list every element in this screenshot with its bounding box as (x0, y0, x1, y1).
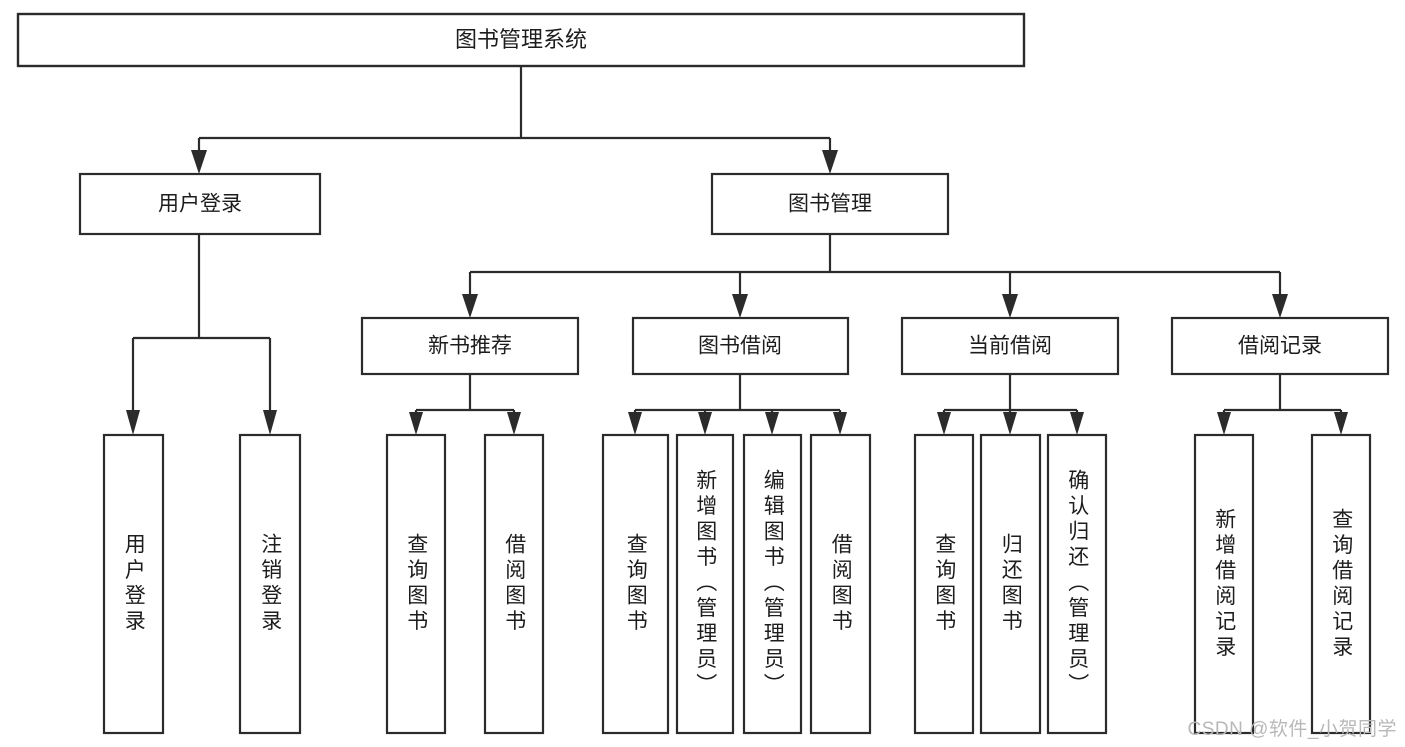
node-new-book-recommend-box[interactable] (360, 316, 580, 376)
node-leaf-confirm-return-admin-box[interactable] (1046, 433, 1108, 735)
arrow-leaf-query-borrow-record (1334, 412, 1348, 435)
csdn-watermark: CSDN @软件_小贺同学 (1187, 719, 1397, 740)
node-user-login-box[interactable] (78, 172, 322, 236)
node-leaf-query-borrow-record-box[interactable] (1310, 433, 1372, 735)
node-root-label: 图书管理系统 (455, 27, 587, 52)
node-borrow-record-label: 借阅记录 (1238, 335, 1322, 358)
arrow-leaf-query-book-borrow (628, 412, 642, 435)
node-leaf-edit-book-admin-box[interactable] (742, 433, 803, 735)
arrow-leaf-return-book (1003, 412, 1017, 435)
arrow-leaf-borrow-book-rec (507, 412, 521, 435)
node-leaf-borrow-book-box[interactable] (809, 433, 872, 735)
node-leaf-query-book-rec-box[interactable] (385, 433, 447, 735)
node-book-borrow-box[interactable] (631, 316, 850, 376)
node-new-book-recommend-label: 新书推荐 (428, 335, 512, 358)
node-book-manage[interactable]: 图书管理 (710, 172, 950, 236)
arrow-leaf-query-book-cur (937, 412, 951, 435)
arrow-leaf-add-book-admin (698, 412, 712, 435)
arrow-leaf-edit-book-admin (765, 412, 779, 435)
node-leaf-query-book-cur-box[interactable] (913, 433, 975, 735)
node-user-login-label: 用户登录 (158, 193, 242, 216)
node-current-borrow[interactable]: 当前借阅 (900, 316, 1120, 376)
node-current-borrow-box[interactable] (900, 316, 1120, 376)
node-leaf-add-borrow-record-box[interactable] (1193, 433, 1255, 735)
arrow-borrow-record (1272, 294, 1288, 318)
node-root-box[interactable] (16, 12, 1026, 68)
node-leaf-return-book-box[interactable] (979, 433, 1042, 735)
arrow-leaf-user-logout (263, 410, 277, 435)
arrow-leaf-confirm-return-admin (1070, 412, 1084, 435)
node-leaf-add-book-admin-box[interactable] (675, 433, 735, 735)
connector-layer (126, 66, 1348, 435)
arrow-book-borrow (732, 294, 748, 318)
node-user-login[interactable]: 用户登录 (78, 172, 322, 236)
arrow-book-manage (822, 150, 838, 174)
arrow-current-borrow (1002, 294, 1018, 318)
node-book-manage-box[interactable] (710, 172, 950, 236)
arrow-new-book-recommend (462, 294, 478, 318)
node-leaf-user-login-box[interactable] (102, 433, 165, 735)
node-book-borrow[interactable]: 图书借阅 (631, 316, 850, 376)
node-borrow-record-box[interactable] (1170, 316, 1390, 376)
node-root[interactable]: 图书管理系统 (16, 12, 1026, 68)
arrow-leaf-user-login (126, 410, 140, 435)
node-book-manage-label: 图书管理 (788, 193, 872, 216)
node-borrow-record[interactable]: 借阅记录 (1170, 316, 1390, 376)
node-leaf-borrow-book-rec-box[interactable] (483, 433, 545, 735)
node-leaf-user-logout-box[interactable] (238, 433, 302, 735)
node-layer: 图书管理系统 用户登录 图书管理 新书推荐 图书借阅 当前 (16, 12, 1390, 735)
arrow-leaf-add-borrow-record (1217, 412, 1231, 435)
arrow-leaf-query-book-rec (409, 412, 423, 435)
arrow-leaf-borrow-book (833, 412, 847, 435)
node-new-book-recommend[interactable]: 新书推荐 (360, 316, 580, 376)
node-leaf-query-book-borrow-box[interactable] (601, 433, 670, 735)
node-current-borrow-label: 当前借阅 (968, 335, 1052, 358)
arrow-user-login (191, 150, 207, 174)
node-book-borrow-label: 图书借阅 (698, 335, 782, 358)
